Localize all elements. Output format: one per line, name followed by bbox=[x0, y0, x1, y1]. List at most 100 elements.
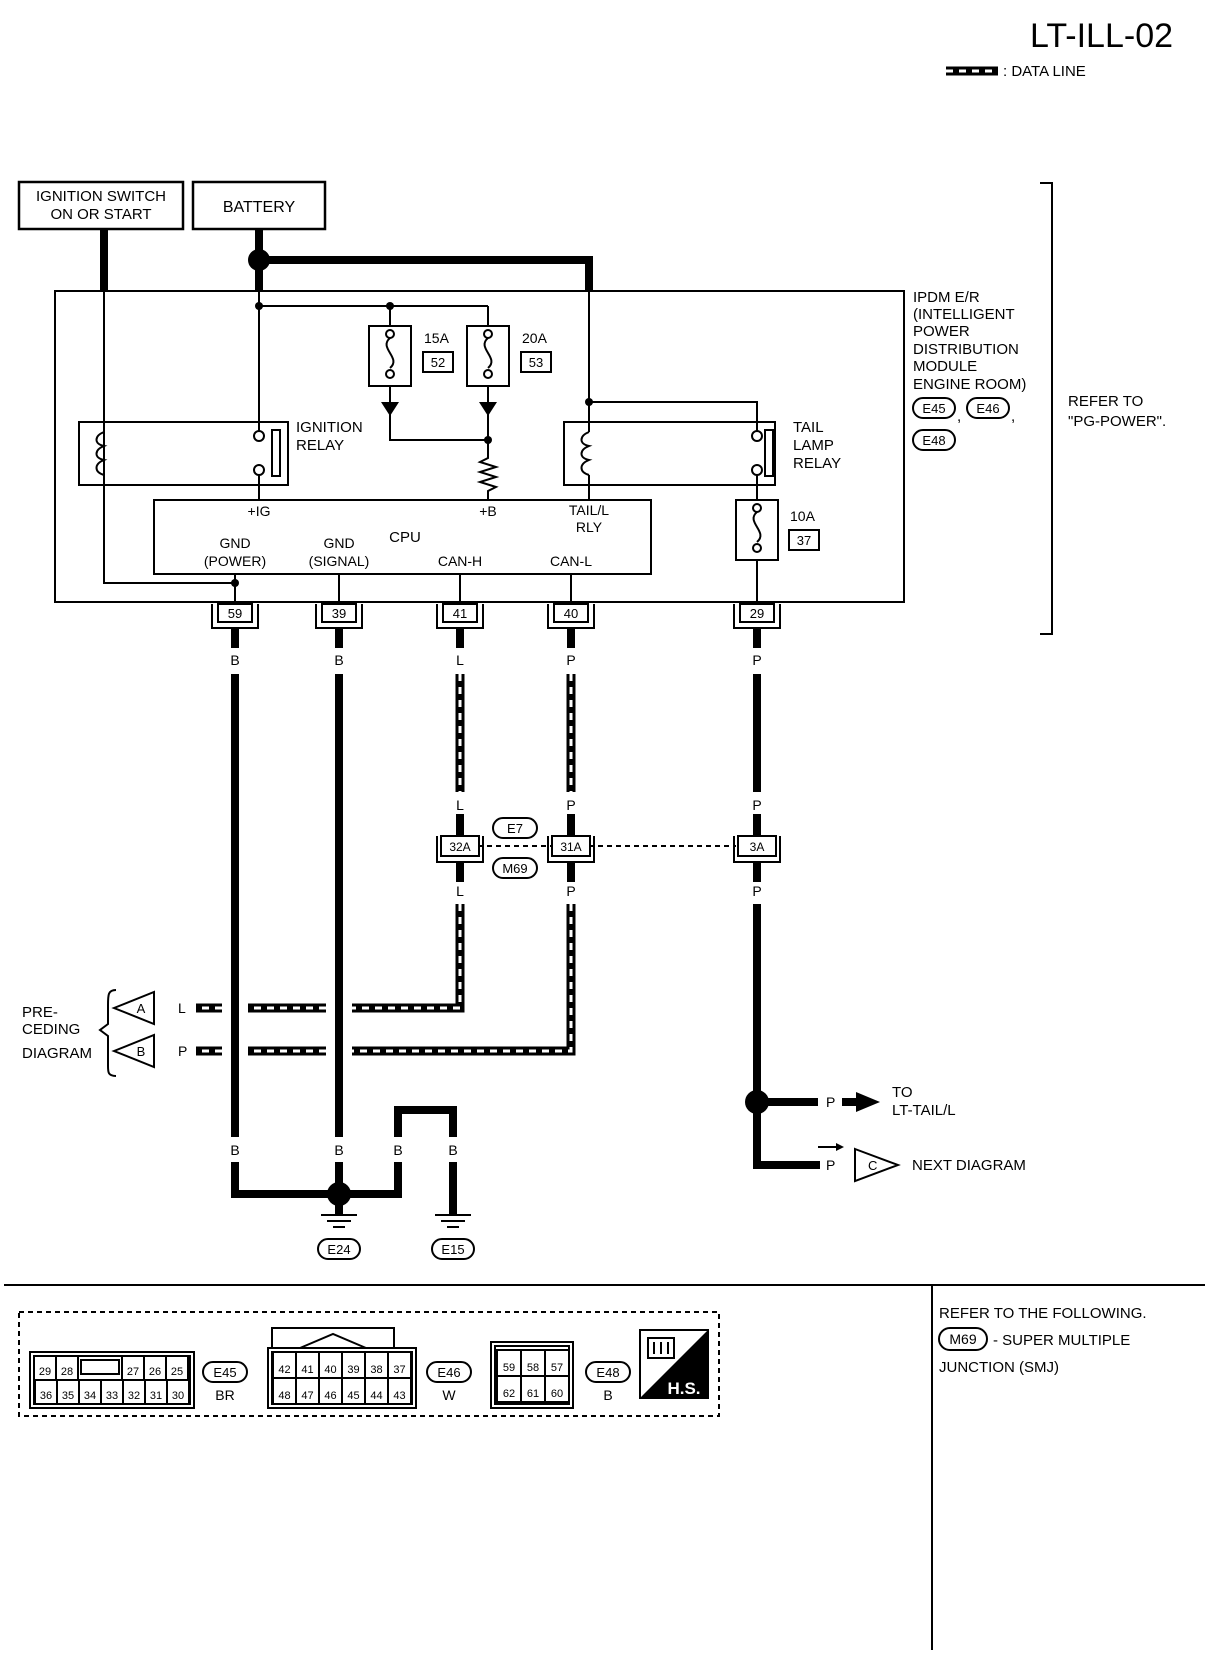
ipdm-connector-e46: E46 bbox=[976, 401, 999, 416]
battery-source: BATTERY bbox=[191, 180, 327, 231]
notes-line-3: JUNCTION (SMJ) bbox=[939, 1359, 1059, 1376]
e45-key-slot bbox=[80, 1359, 120, 1375]
notes-line-1: REFER TO THE FOLLOWING. bbox=[939, 1305, 1147, 1322]
wire-color-29: P bbox=[752, 652, 761, 668]
junction-31a: 31A bbox=[547, 835, 595, 863]
cpu-gnd-signal-2: (SIGNAL) bbox=[309, 553, 370, 569]
cpu-ig: +IG bbox=[248, 503, 271, 519]
pin-39-label: 39 bbox=[332, 606, 346, 621]
tail-relay-label-2: LAMP bbox=[793, 437, 834, 454]
notes-m69: M69 bbox=[949, 1331, 976, 1347]
cpu-can-h: CAN-H bbox=[438, 553, 482, 569]
ignition-relay: IGNITION RELAY bbox=[78, 419, 363, 486]
tail-lamp-relay: TAIL LAMP RELAY bbox=[563, 419, 841, 486]
e46-top-pin: 39 bbox=[347, 1364, 359, 1376]
ipdm-name-4: DISTRIBUTION bbox=[913, 341, 1019, 358]
pin-29-label: 29 bbox=[750, 606, 764, 621]
e48-color: B bbox=[603, 1387, 612, 1403]
ign-relay-label-1: IGNITION bbox=[296, 419, 363, 436]
pin-40: 40 bbox=[547, 603, 595, 629]
output-next-label: NEXT DIAGRAM bbox=[912, 1157, 1026, 1174]
ipdm-name-3: POWER bbox=[913, 323, 970, 340]
connector-views-box bbox=[18, 1311, 720, 1417]
ipdm-connector-e48: E48 bbox=[922, 433, 945, 448]
e48-id: E48 bbox=[596, 1365, 619, 1380]
tail-relay-label-1: TAIL bbox=[793, 419, 824, 436]
cpu-b: +B bbox=[479, 503, 497, 519]
junction-32a-label: 32A bbox=[449, 840, 470, 854]
fuse-15a-no: 52 bbox=[431, 355, 445, 370]
tail-splice bbox=[745, 1090, 769, 1114]
e45-bottom-pin: 31 bbox=[150, 1390, 162, 1402]
e46-color: W bbox=[442, 1387, 456, 1403]
cpu-can-l: CAN-L bbox=[550, 553, 592, 569]
cpu-gnd-power-2: (POWER) bbox=[204, 553, 266, 569]
fuse-10a-no: 37 bbox=[797, 533, 811, 548]
preceding-a-color: L bbox=[178, 1000, 186, 1016]
ipdm-name-5: MODULE bbox=[913, 358, 977, 375]
e48-bottom-pin: 60 bbox=[551, 1388, 563, 1400]
refer-line-2: "PG-POWER". bbox=[1068, 413, 1166, 430]
legend-label: : DATA LINE bbox=[1003, 63, 1086, 80]
e46-top-pin: 37 bbox=[393, 1364, 405, 1376]
junction-31a-label: 31A bbox=[560, 840, 581, 854]
wire-color-31a-top: P bbox=[566, 797, 575, 813]
preceding-diagram-link: PRE- CEDING DIAGRAM A L B P bbox=[22, 989, 187, 1077]
output-next-diagram: P C NEXT DIAGRAM bbox=[818, 1143, 1026, 1183]
output-to-2: LT-TAIL/L bbox=[892, 1102, 956, 1119]
e48-top-pin: 57 bbox=[551, 1362, 563, 1374]
ground-splice bbox=[327, 1182, 351, 1206]
e46-bottom-pin: 46 bbox=[324, 1390, 336, 1402]
e45-bottom-pin: 36 bbox=[40, 1390, 52, 1402]
pin-40-label: 40 bbox=[564, 606, 578, 621]
e46-top-pin: 42 bbox=[278, 1364, 290, 1376]
wire-color-59: B bbox=[230, 652, 239, 668]
wire-color-32a-top: L bbox=[456, 797, 464, 813]
ground-e15-label: E15 bbox=[441, 1242, 464, 1257]
data-line-legend: : DATA LINE bbox=[946, 63, 1086, 80]
cpu-gnd-power-1: GND bbox=[219, 535, 250, 551]
ipdm-name-2: (INTELLIGENT bbox=[913, 306, 1015, 323]
cpu-label: CPU bbox=[389, 529, 421, 546]
fuse-10a: 10A 37 bbox=[735, 499, 820, 561]
e45-top-pin: 27 bbox=[127, 1366, 139, 1378]
e45-bottom-pin: 33 bbox=[106, 1390, 118, 1402]
cpu-tail-1: TAIL/L bbox=[569, 502, 609, 518]
preceding-b-color: P bbox=[178, 1043, 187, 1059]
ground-e24: E24 bbox=[317, 1214, 361, 1260]
fuse-15a: 15A 52 bbox=[368, 325, 454, 416]
refer-line-1: REFER TO bbox=[1068, 393, 1143, 410]
e46-top-pin: 40 bbox=[324, 1364, 336, 1376]
junction-3a-label: 3A bbox=[750, 840, 765, 854]
e45-top-pin: 28 bbox=[61, 1366, 73, 1378]
e45-bottom-pin: 34 bbox=[84, 1390, 96, 1402]
ipdm-name-1: IPDM E/R bbox=[913, 289, 980, 306]
wire-color-59-low: B bbox=[230, 1142, 239, 1158]
pin-29: 29 bbox=[733, 603, 781, 629]
wire-color-3a-bottom: P bbox=[752, 883, 761, 899]
ignition-label-1: IGNITION SWITCH bbox=[36, 188, 166, 205]
ign-relay-label-2: RELAY bbox=[296, 437, 344, 454]
wire-color-ground-link: B bbox=[393, 1142, 402, 1158]
output-c: C bbox=[868, 1158, 877, 1173]
cpu-gnd-signal-1: GND bbox=[323, 535, 354, 551]
junction-connector-m69: M69 bbox=[502, 861, 527, 876]
output-next-color: P bbox=[826, 1157, 835, 1173]
cpu-tail-2: RLY bbox=[576, 519, 603, 535]
tail-relay-label-3: RELAY bbox=[793, 455, 841, 472]
ground-e24-label: E24 bbox=[327, 1242, 350, 1257]
e45-id: E45 bbox=[213, 1365, 236, 1380]
e45-bottom-pin: 32 bbox=[128, 1390, 140, 1402]
preceding-a: A bbox=[137, 1001, 146, 1016]
wire-color-40: P bbox=[566, 652, 575, 668]
fuse-20a-no: 53 bbox=[529, 355, 543, 370]
preceding-label-2: CEDING bbox=[22, 1021, 80, 1038]
ignition-switch-source: IGNITION SWITCH ON OR START bbox=[17, 180, 185, 231]
e46-top-pin: 41 bbox=[301, 1364, 313, 1376]
battery-label: BATTERY bbox=[223, 199, 296, 216]
harness-side-icon: H.S. bbox=[639, 1329, 709, 1399]
e46-id: E46 bbox=[437, 1365, 460, 1380]
cpu-block: +IG +B TAIL/L RLY CPU GND (POWER) GND (S… bbox=[153, 499, 652, 575]
